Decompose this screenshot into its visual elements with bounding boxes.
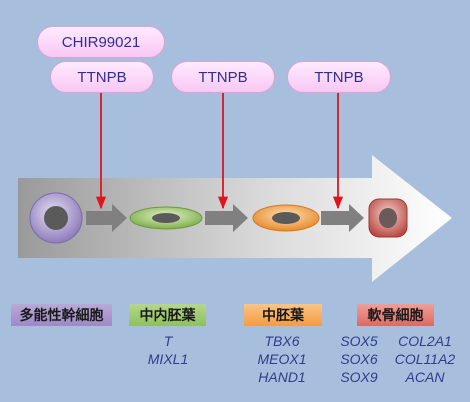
marker-gene: COL2A1 bbox=[398, 333, 452, 349]
mesendoderm-markers: T MIXL1 bbox=[126, 332, 210, 368]
step-arrow-2 bbox=[205, 204, 248, 232]
marker-gene: SOX6 bbox=[340, 351, 378, 367]
stage-pluripotent-label: 多能性幹細胞 bbox=[11, 304, 112, 326]
mesoderm-cell bbox=[252, 204, 320, 232]
ttnpb-pill-1: TTNPB bbox=[50, 61, 154, 93]
stage-mesoderm-label: 中胚葉 bbox=[244, 304, 322, 326]
chir99021-pill: CHIR99021 bbox=[37, 26, 165, 58]
chondrocyte-markers-right: COL2A1 COL11A2 ACAN bbox=[386, 332, 464, 386]
marker-gene: MEOX1 bbox=[257, 351, 307, 367]
stage-mesendoderm-label: 中内胚葉 bbox=[129, 304, 206, 326]
mesendoderm-cell bbox=[129, 206, 203, 230]
chondrocyte-markers-left: SOX5 SOX6 SOX9 bbox=[332, 332, 386, 386]
ttnpb-pill-3: TTNPB bbox=[287, 61, 391, 93]
chondrocyte-cell bbox=[368, 198, 408, 238]
marker-gene: ACAN bbox=[405, 369, 445, 385]
step-arrow-3 bbox=[321, 204, 364, 232]
pluripotent-cell bbox=[29, 192, 83, 244]
marker-gene: SOX5 bbox=[340, 333, 378, 349]
marker-gene: TBX6 bbox=[264, 333, 300, 349]
marker-gene: SOX9 bbox=[340, 369, 378, 385]
stage-chondrocyte-label: 軟骨細胞 bbox=[357, 304, 434, 326]
marker-gene: HAND1 bbox=[258, 369, 306, 385]
marker-gene: T bbox=[163, 333, 173, 349]
marker-gene: COL11A2 bbox=[394, 351, 456, 367]
step-arrow-1 bbox=[86, 204, 127, 232]
ttnpb-pill-2: TTNPB bbox=[171, 61, 275, 93]
marker-gene: MIXL1 bbox=[147, 351, 189, 367]
mesoderm-markers: TBX6 MEOX1 HAND1 bbox=[240, 332, 324, 386]
